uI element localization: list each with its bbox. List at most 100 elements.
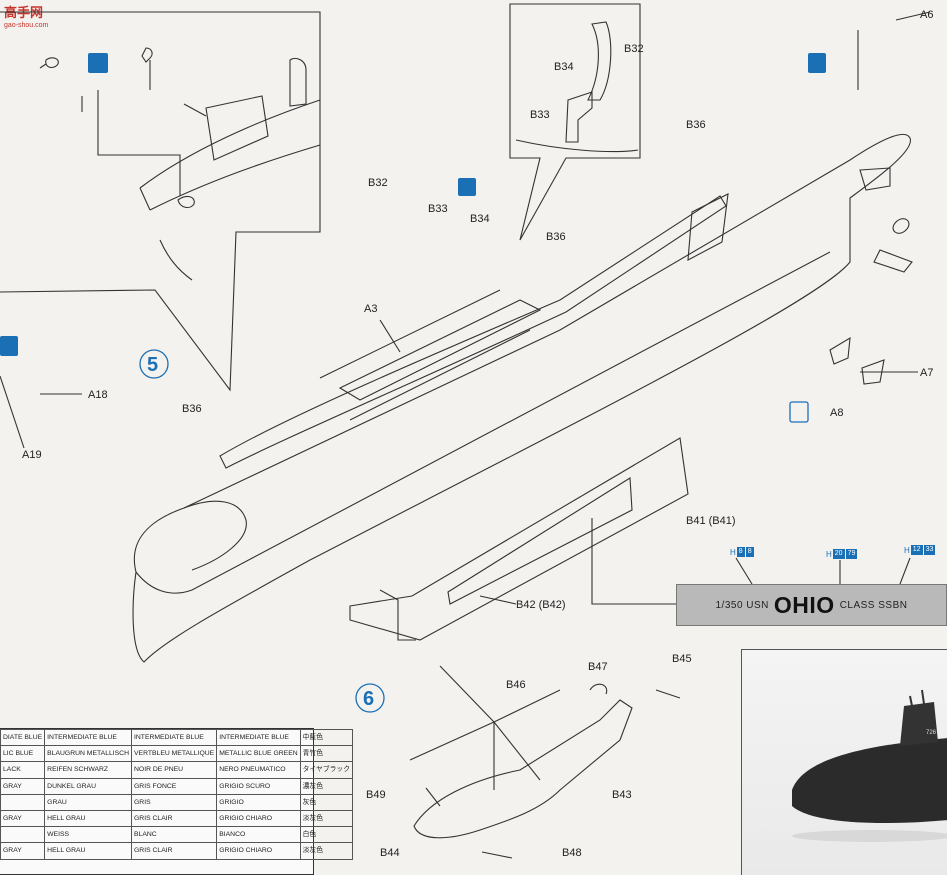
label-a8: A8	[830, 407, 843, 419]
color-code-2-b: 79	[845, 549, 858, 559]
table-cell: METALLIC BLUE GREEN	[216, 745, 301, 763]
label-b43: B43	[612, 789, 632, 801]
table-cell: 淡灰色	[299, 842, 354, 860]
color-code-2: H 20 79	[826, 549, 858, 559]
table-row: LACK REIFEN SCHWARZ NOIR DE PNEU NERO PN…	[0, 761, 354, 779]
label-b49: B49	[366, 789, 386, 801]
label-b41: B41 (B41)	[686, 515, 736, 527]
label-b32-top: B32	[368, 177, 388, 189]
color-code-3-b: 33	[923, 545, 936, 555]
label-b45: B45	[672, 653, 692, 665]
table-cell: INTERMEDIATE BLUE	[130, 728, 218, 747]
table-cell: BIANCO	[216, 826, 301, 844]
watermark-sub: gao-shou.com	[4, 22, 49, 29]
table-cell: GRIS	[130, 793, 218, 811]
table-cell: GRIGIO SCURO	[216, 777, 301, 795]
table-cell: NOIR DE PNEU	[130, 761, 218, 779]
color-code-2-a: 20	[832, 549, 845, 559]
title-name: OHIO	[773, 591, 835, 618]
table-cell	[0, 826, 46, 844]
table-cell: LACK	[0, 761, 46, 779]
color-code-1-prefix: H	[730, 547, 736, 557]
color-code-1-a: 8	[736, 547, 745, 557]
table-cell: GRIGIO CHIARO	[216, 809, 301, 828]
instruction-icons	[0, 53, 826, 423]
inset-bracket-b32	[587, 21, 612, 101]
table-cell: BLAUGRUN METALLISCH	[44, 745, 132, 763]
label-b47: B47	[588, 661, 608, 673]
paint-color-table: DIATE BLUE INTERMEDIATE BLUE INTERMEDIAT…	[0, 728, 354, 875]
table-cell: 灰色	[299, 793, 354, 811]
table-row: DIATE BLUE INTERMEDIATE BLUE INTERMEDIAT…	[0, 728, 354, 747]
color-code-2-prefix: H	[826, 549, 832, 559]
table-row: GRAU GRIS GRIGIO 灰色	[0, 793, 354, 811]
label-a19: A19	[22, 449, 42, 461]
title-scale: 1/350 USN	[715, 599, 769, 611]
model-photo-image: 726	[792, 689, 947, 842]
table-cell: REIFEN SCHWARZ	[44, 761, 132, 779]
color-code-1: H 8 8	[730, 547, 754, 557]
table-cell: HELL GRAU	[44, 809, 132, 828]
submarine-hull	[132, 133, 911, 663]
table-cell: GRIGIO	[216, 793, 301, 811]
title-class: CLASS SSBN	[839, 599, 908, 611]
label-a7: A7	[920, 367, 933, 379]
label-a6: A6	[920, 9, 933, 21]
color-code-1-b: 8	[745, 547, 754, 557]
label-b46: B46	[506, 679, 526, 691]
table-cell: タイヤブラック	[299, 761, 354, 779]
step-number-6: 6	[363, 688, 374, 710]
inset-sail-detail	[183, 95, 269, 161]
label-b33-top: B33	[428, 203, 448, 215]
inset-bracket-b33	[565, 91, 593, 143]
paint-color-grid: DIATE BLUE INTERMEDIATE BLUE INTERMEDIAT…	[0, 728, 354, 860]
label-b36-c: B36	[686, 119, 706, 131]
table-row: GRAY HELL GRAU GRIS CLAIR GRIGIO CHIARO …	[0, 842, 354, 860]
propeller	[892, 218, 910, 234]
label-b33-inset: B33	[530, 109, 550, 121]
table-cell: 白色	[299, 826, 354, 844]
label-b44: B44	[380, 847, 400, 859]
table-row: LIC BLUE BLAUGRUN METALLISCH VERTBLEU ME…	[0, 745, 354, 763]
table-cell	[0, 793, 46, 811]
label-b48: B48	[562, 847, 582, 859]
table-cell: DIATE BLUE	[0, 728, 46, 747]
table-cell: WEISS	[44, 826, 132, 844]
label-b42: B42 (B42)	[516, 599, 566, 611]
label-b36-b: B36	[546, 231, 566, 243]
inset-detail-frame	[0, 11, 321, 392]
table-cell: GRIS CLAIR	[130, 842, 218, 860]
helicopter-body	[413, 699, 633, 839]
table-cell: GRIS CLAIR	[130, 809, 218, 828]
step-number-5: 5	[147, 354, 158, 376]
table-row: GRAY HELL GRAU GRIS CLAIR GRIGIO CHIARO …	[0, 809, 354, 828]
color-code-3-prefix: H	[904, 545, 910, 555]
table-cell: HELL GRAU	[44, 842, 132, 860]
table-cell: LIC BLUE	[0, 745, 46, 763]
photo-hull-number: 726	[926, 730, 937, 736]
display-stand	[349, 437, 689, 641]
title-banner: 1/350 USN OHIO CLASS SSBN	[676, 584, 947, 626]
table-cell: GRAY	[0, 777, 46, 795]
table-cell: GRIGIO CHIARO	[216, 842, 301, 860]
table-cell: NERO PNEUMATICO	[216, 761, 301, 779]
table-cell: 中藍色	[299, 728, 354, 747]
table-cell: GRAU	[44, 793, 132, 811]
color-code-3-a: 12	[910, 545, 923, 555]
step-markers	[139, 349, 385, 713]
missile-deck	[338, 299, 542, 401]
table-cell: 濃灰色	[299, 777, 354, 795]
table-cell: BLANC	[130, 826, 218, 844]
inset-hull-detail	[139, 99, 321, 211]
table-cell: DUNKEL GRAU	[44, 777, 132, 795]
label-b32-inset: B32	[624, 43, 644, 55]
table-cell: INTERMEDIATE BLUE	[44, 728, 132, 747]
sail	[687, 193, 729, 261]
table-cell: 青竹色	[299, 745, 354, 763]
table-cell: INTERMEDIATE BLUE	[216, 728, 301, 747]
label-a18: A18	[88, 389, 108, 401]
table-cell: GRIS FONCE	[130, 777, 218, 795]
table-cell: VERTBLEU METALLIQUE	[130, 745, 218, 763]
table-cell: GRAY	[0, 842, 46, 860]
